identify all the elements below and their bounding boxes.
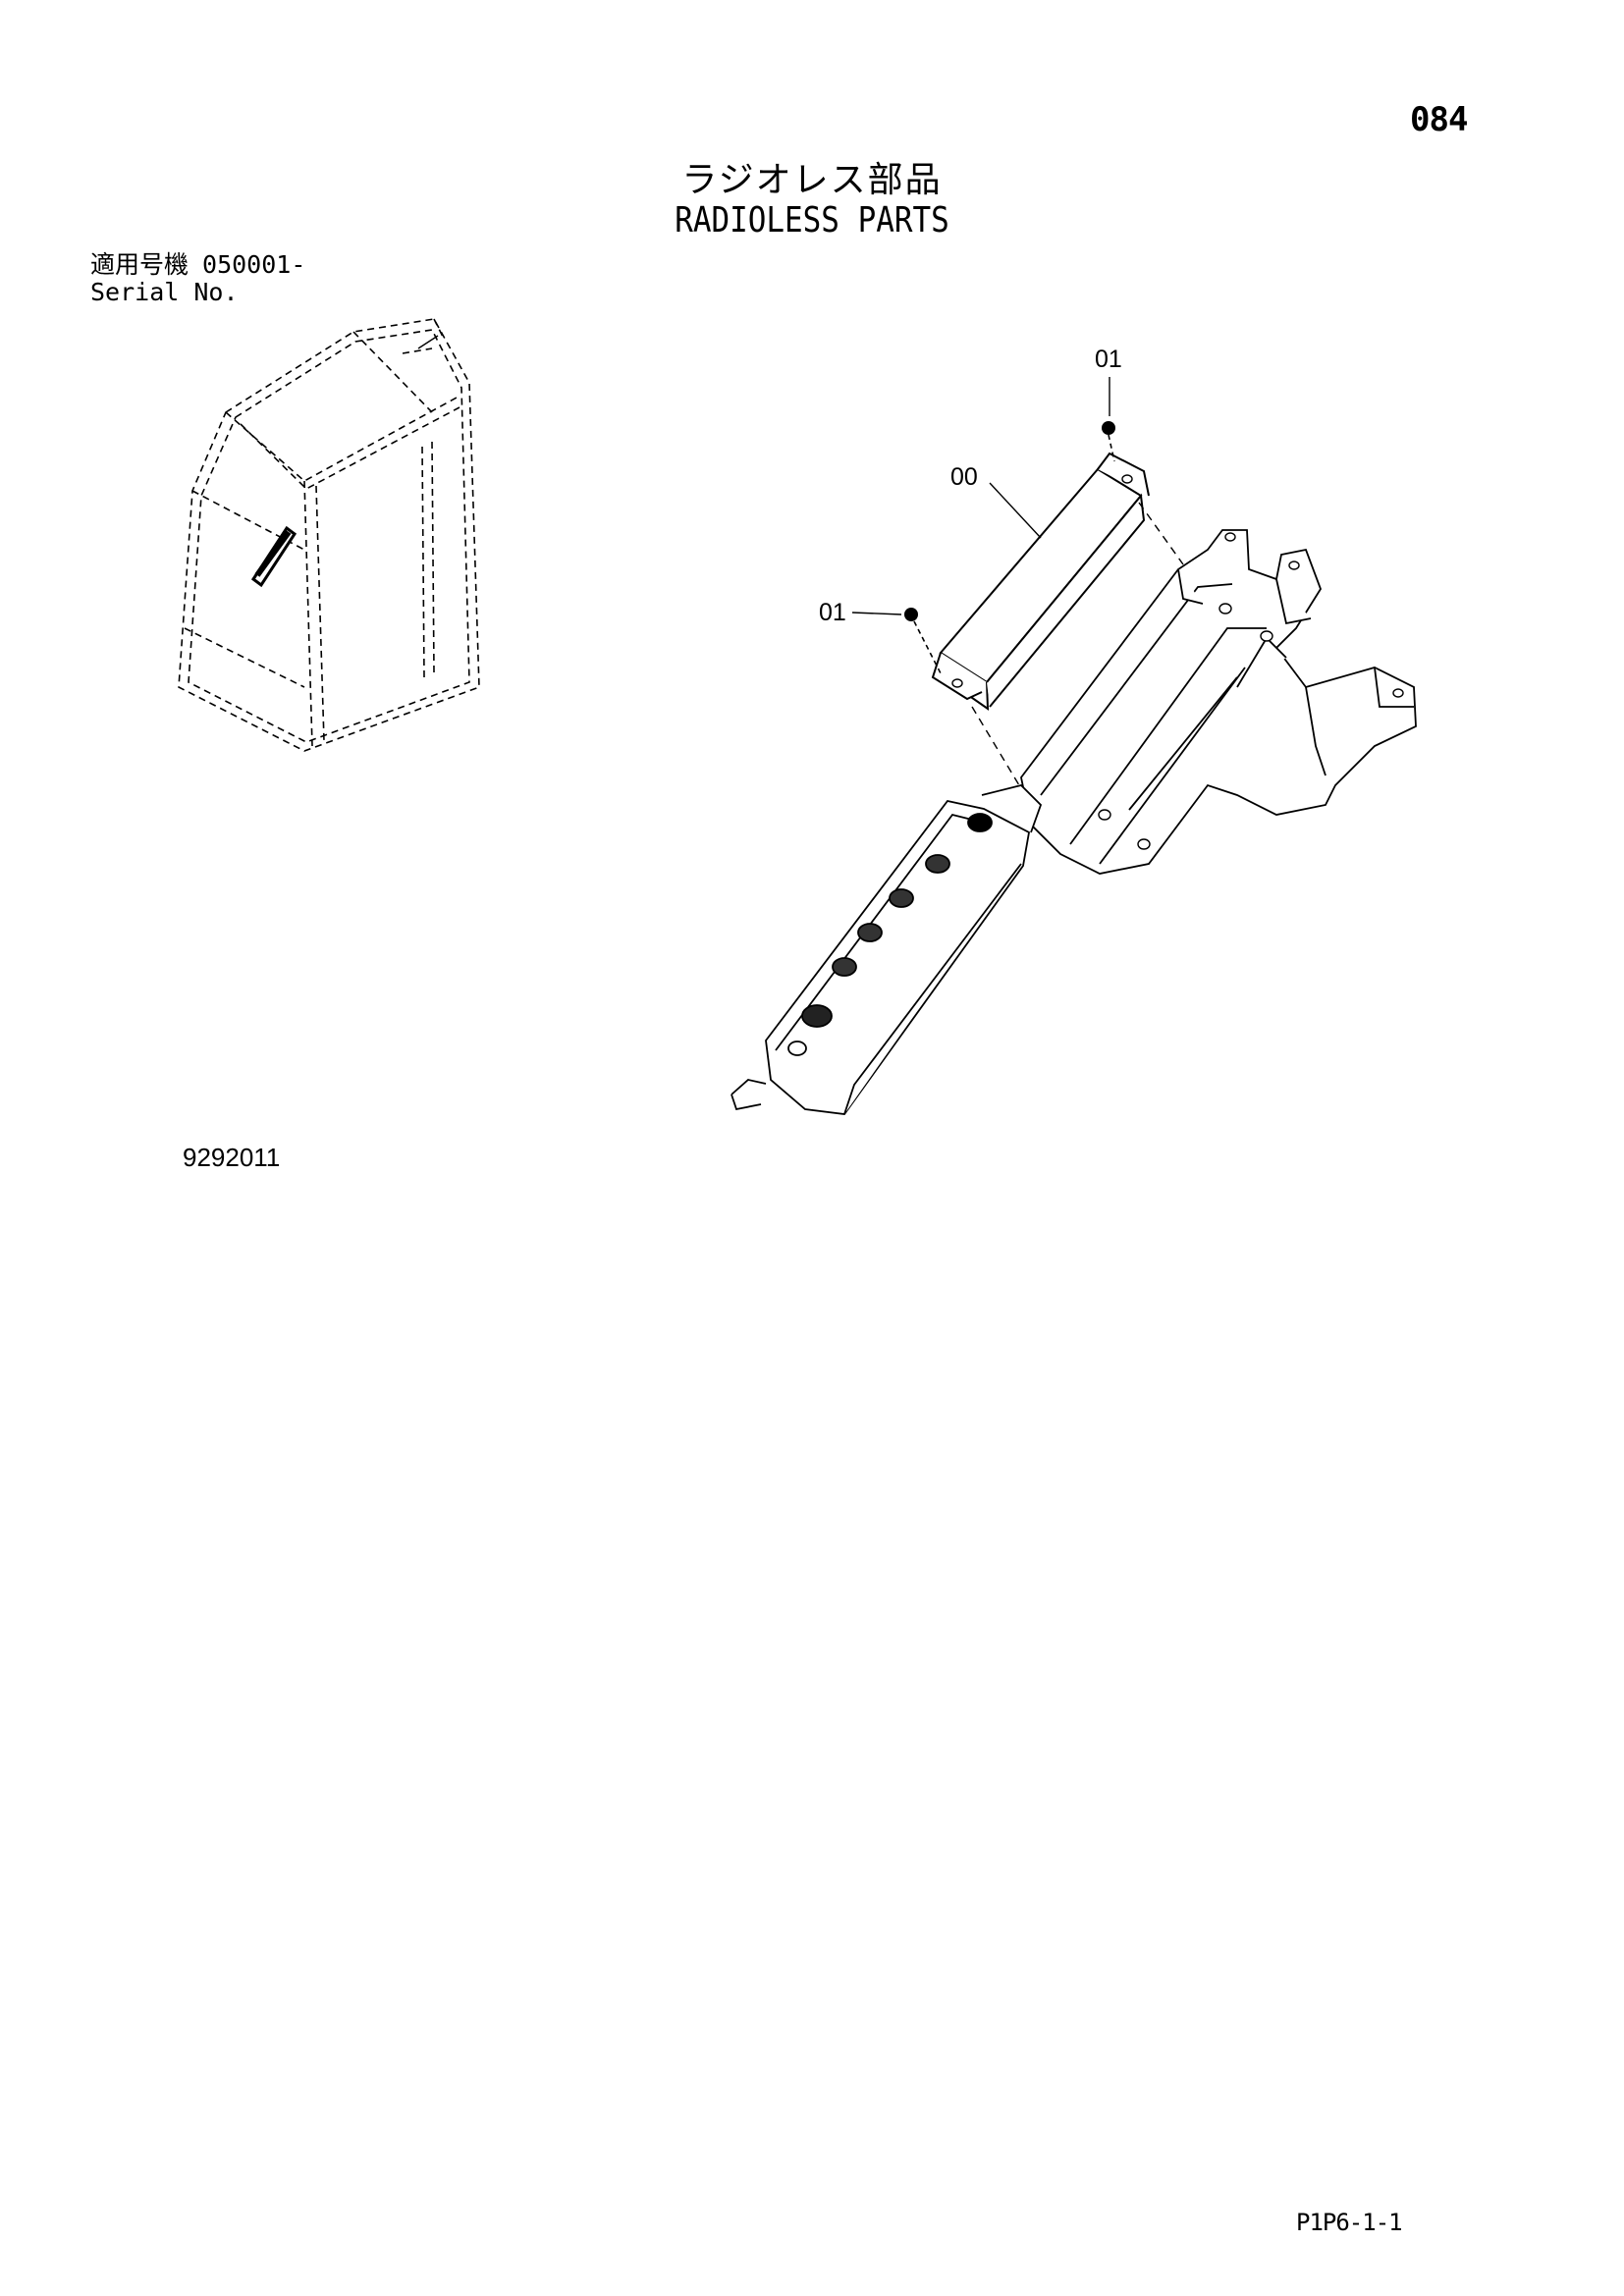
- page-title-japanese: ラジオレス部品: [681, 160, 943, 200]
- cover-mount-holes: [951, 474, 1133, 688]
- callout-top-bolt: 01: [1095, 346, 1122, 373]
- serial-value: 050001-: [202, 250, 306, 279]
- bolt-top: [1102, 421, 1115, 462]
- bracket-holes: [1098, 532, 1404, 850]
- footer-code: P1P6-1-1: [1296, 2209, 1403, 2236]
- cab-antenna: [417, 335, 439, 349]
- page-number: 084: [1410, 100, 1468, 139]
- callout-leaders: [851, 377, 1110, 615]
- callout-bracket: 00: [950, 463, 978, 491]
- bolt-left: [904, 608, 942, 674]
- cover-alignment-line: [971, 502, 1184, 786]
- mounting-bracket: [1020, 529, 1417, 875]
- serial-row-english: Serial No.: [90, 279, 305, 306]
- switch-panel: [731, 784, 1043, 1115]
- cab-handle-highlight: [250, 525, 298, 588]
- serial-row-japanese: 適用号機 050001-: [90, 251, 305, 279]
- serial-label-english: Serial No.: [90, 278, 239, 306]
- page-title-english: RADIOLESS PARTS: [675, 200, 949, 240]
- callout-left-bolt: 01: [819, 599, 846, 626]
- radioless-cover: [931, 452, 1150, 711]
- figure-code: 9292011: [183, 1143, 281, 1172]
- serial-label-japanese: 適用号機: [90, 250, 189, 279]
- cab-location-sketch: [178, 318, 480, 752]
- serial-info: 適用号機 050001- Serial No.: [90, 251, 305, 306]
- parts-diagram: [178, 318, 1417, 1115]
- switch-knobs: [787, 813, 993, 1056]
